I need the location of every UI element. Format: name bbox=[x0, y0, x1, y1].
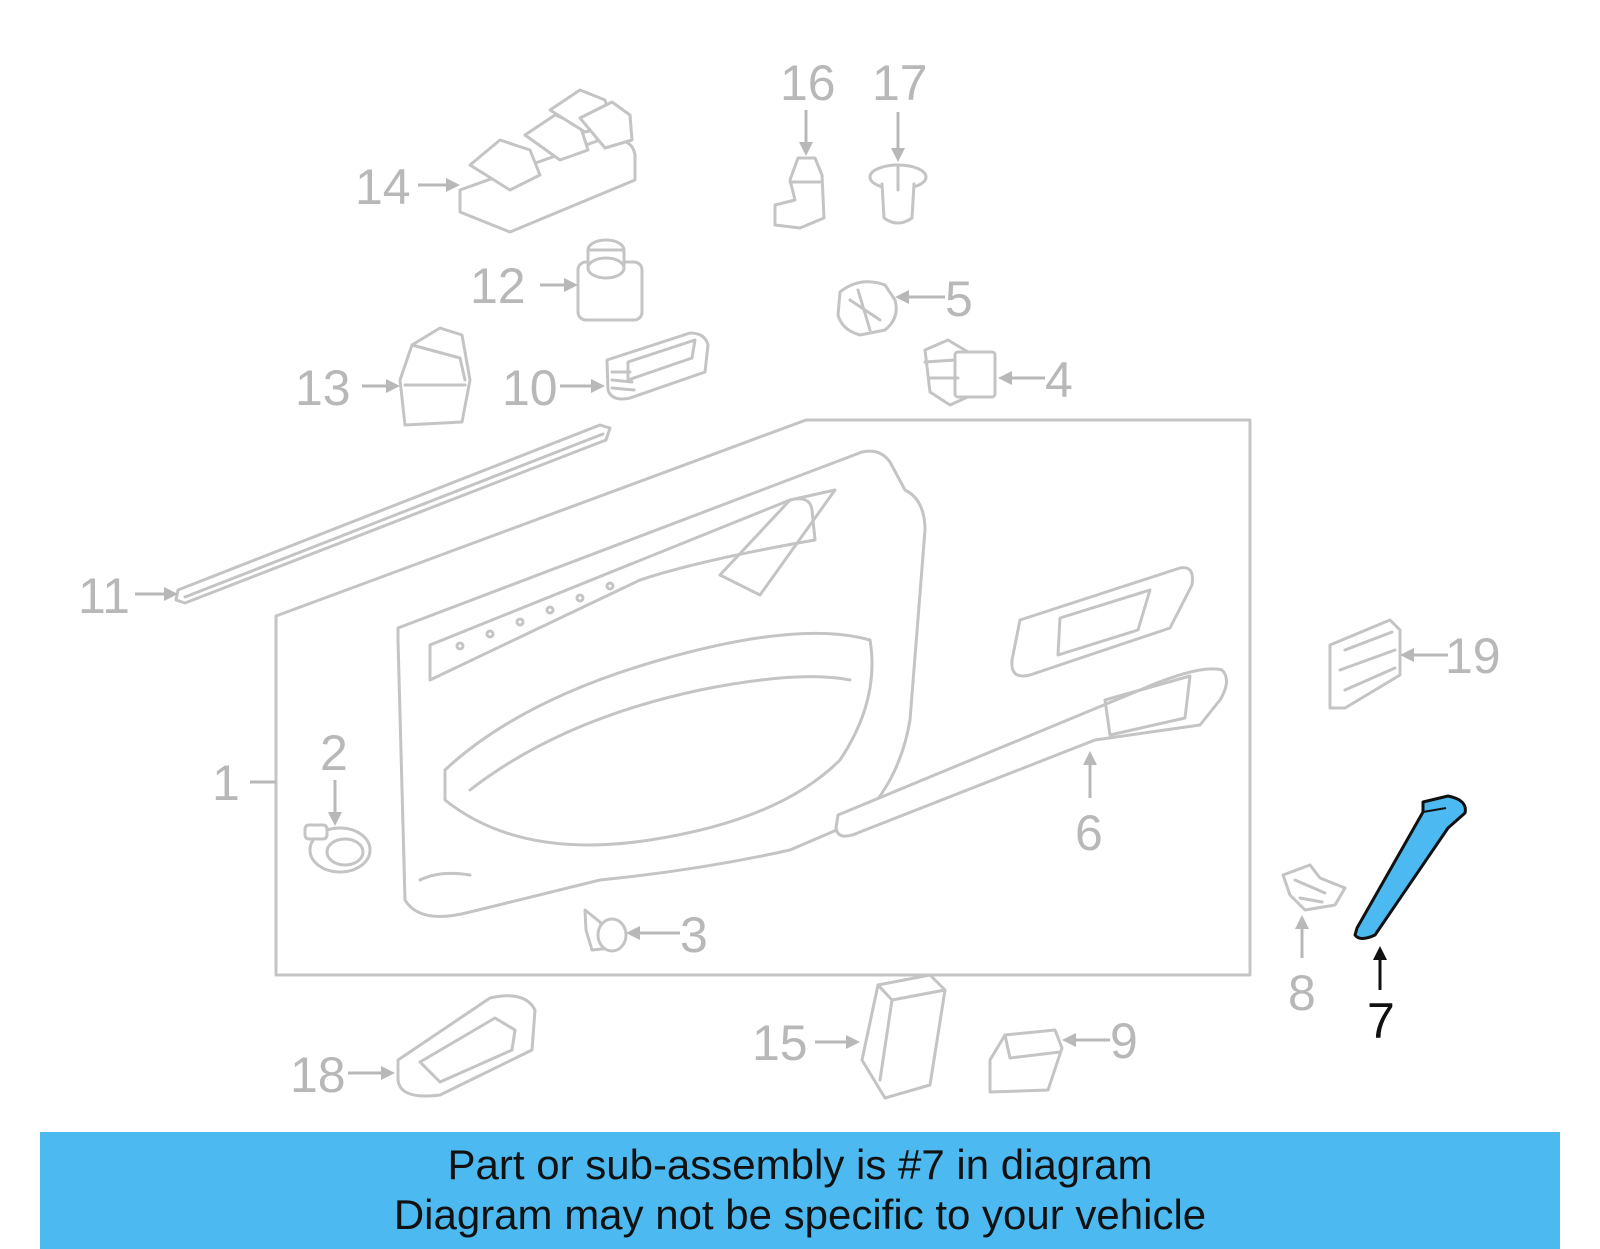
callout-19: 19 bbox=[1445, 628, 1501, 684]
info-banner: Part or sub-assembly is #7 in diagram Di… bbox=[40, 1132, 1560, 1249]
part-19-switch-block bbox=[1328, 618, 1402, 710]
part-9-switch bbox=[988, 1028, 1064, 1094]
banner-line-2: Diagram may not be specific to your vehi… bbox=[393, 1191, 1207, 1238]
callout-1: 1 bbox=[212, 755, 240, 811]
callout-4: 4 bbox=[1045, 352, 1073, 408]
callout-14: 14 bbox=[355, 159, 411, 215]
part-5-clip bbox=[836, 280, 898, 337]
part-17-clip bbox=[868, 163, 928, 225]
callout-16: 16 bbox=[780, 55, 836, 111]
callout-10: 10 bbox=[502, 360, 558, 416]
callout-6: 6 bbox=[1075, 805, 1103, 861]
part-12-knob-switch bbox=[576, 238, 644, 322]
part-2-clip bbox=[303, 823, 372, 874]
callout-15: 15 bbox=[752, 1015, 808, 1071]
part-3-push-pin bbox=[583, 908, 628, 953]
callout-9: 9 bbox=[1110, 1013, 1138, 1069]
callout-11: 11 bbox=[78, 568, 130, 624]
callout-8: 8 bbox=[1288, 965, 1316, 1021]
part-16-bulb-holder bbox=[773, 156, 826, 230]
part-8-clip bbox=[1281, 863, 1347, 912]
door-handle-trim bbox=[1010, 566, 1194, 678]
parts-diagram: 1 2 3 4 5 bbox=[78, 55, 1501, 1103]
door-trim-assembly-box bbox=[274, 418, 1252, 977]
part-11-weatherstrip bbox=[174, 423, 612, 605]
door-panel-part bbox=[396, 449, 927, 918]
callout-5: 5 bbox=[945, 271, 973, 327]
callout-3: 3 bbox=[680, 907, 708, 963]
part-13-switch bbox=[398, 326, 472, 427]
callout-17: 17 bbox=[872, 55, 928, 111]
part-10-switch bbox=[605, 331, 710, 401]
callout-2: 2 bbox=[320, 725, 348, 781]
part-18-handle-bezel bbox=[396, 994, 537, 1098]
callout-12: 12 bbox=[470, 258, 526, 314]
callout-18: 18 bbox=[290, 1047, 346, 1103]
part-14-window-switch-panel bbox=[458, 88, 637, 234]
part-6-trim-strip bbox=[834, 667, 1228, 838]
part-15-switch bbox=[860, 973, 947, 1100]
callout-13: 13 bbox=[295, 360, 351, 416]
banner-line-1: Part or sub-assembly is #7 in diagram bbox=[447, 1141, 1153, 1188]
part-4-clip bbox=[923, 338, 997, 407]
part-7-highlighted-trim bbox=[1353, 794, 1467, 940]
callout-7: 7 bbox=[1367, 993, 1395, 1049]
